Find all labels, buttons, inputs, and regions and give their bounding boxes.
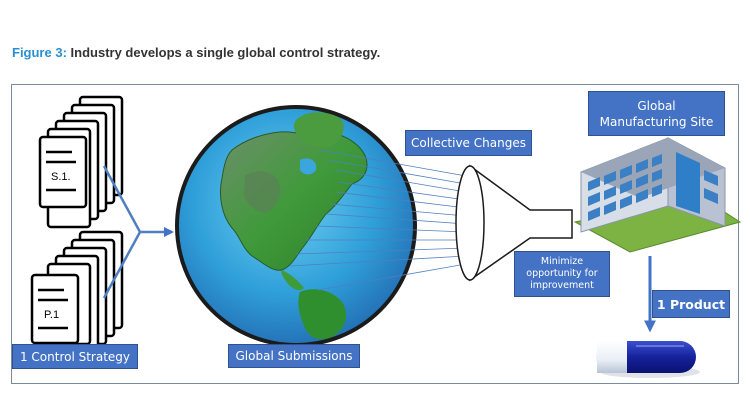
capsule-icon [596,341,700,378]
one-product-label: 1 Product [652,290,730,318]
converge-arrow [102,165,174,299]
global-submissions-label: Global Submissions [228,344,360,368]
global-manufacturing-site-label: Global Manufacturing Site [588,91,725,136]
product-document-label: P.1 [44,309,59,321]
diagram-frame [11,84,739,384]
factory-building-icon [573,137,742,253]
control-strategy-label: 1 Control Strategy [12,344,138,369]
funnel-icon [455,164,573,282]
spec-document-label: S.1. [51,171,71,183]
figure-caption: Figure 3: Industry develops a single glo… [12,45,380,60]
document-stack-icon [38,95,124,229]
submission-rays [289,149,467,291]
globe-icon [175,105,417,347]
document-stack-icon [30,230,124,354]
minimize-opportunity-label: Minimize opportunity for improvement [514,251,610,297]
collective-changes-label: Collective Changes [405,130,532,156]
figure-label: Figure 3: [12,45,67,60]
caption-text: Industry develops a single global contro… [70,45,381,60]
